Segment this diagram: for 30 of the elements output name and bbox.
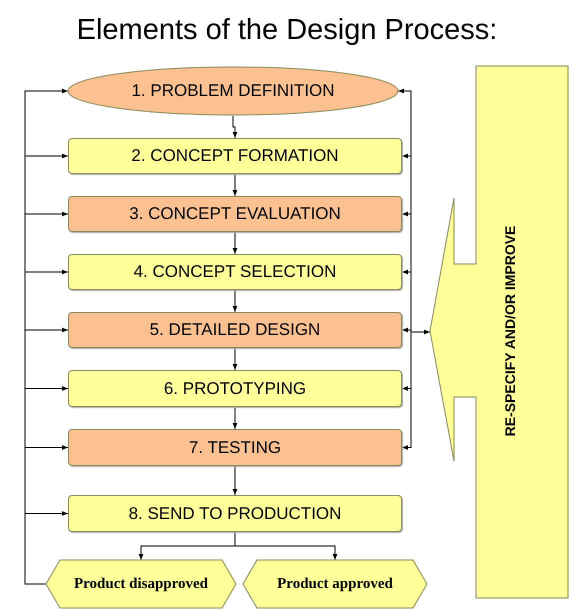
- node-label: 4. CONCEPT SELECTION: [134, 262, 336, 282]
- node-label: 8. SEND TO PRODUCTION: [128, 504, 342, 524]
- node-label: 2. CONCEPT FORMATION: [131, 146, 339, 166]
- node-label: Product approved: [277, 576, 393, 592]
- node-label: RE-SPECIFY AND/OR IMPROVE: [502, 226, 518, 436]
- arrow: [232, 406, 238, 430]
- node-label: Product disapproved: [74, 576, 208, 592]
- arrow: [232, 348, 238, 370]
- process-box: [68, 254, 402, 290]
- process-box: [68, 196, 402, 232]
- node-label: 6. PROTOTYPING: [164, 378, 306, 398]
- process-box: [68, 312, 402, 348]
- node-label: 7. TESTING: [188, 438, 282, 458]
- arrow: [232, 174, 238, 196]
- node-label: 1. PROBLEM DEFINITION: [131, 81, 335, 101]
- arrow: [24, 511, 68, 584]
- process-box: [68, 429, 402, 466]
- arrow: [402, 332, 430, 450]
- arrow: [232, 290, 238, 312]
- process-box: [68, 495, 402, 532]
- node-label: 5. DETAILED DESIGN: [150, 320, 320, 340]
- title: Elements of the Design Process:: [76, 14, 498, 47]
- node-label: 3. CONCEPT EVALUATION: [129, 204, 341, 224]
- arrow: [232, 232, 238, 254]
- process-box: [68, 138, 402, 174]
- arrow: [402, 328, 430, 334]
- arrow: [232, 116, 238, 138]
- process-box: [68, 370, 402, 407]
- arrow: [234, 532, 338, 560]
- arrow: [232, 466, 238, 496]
